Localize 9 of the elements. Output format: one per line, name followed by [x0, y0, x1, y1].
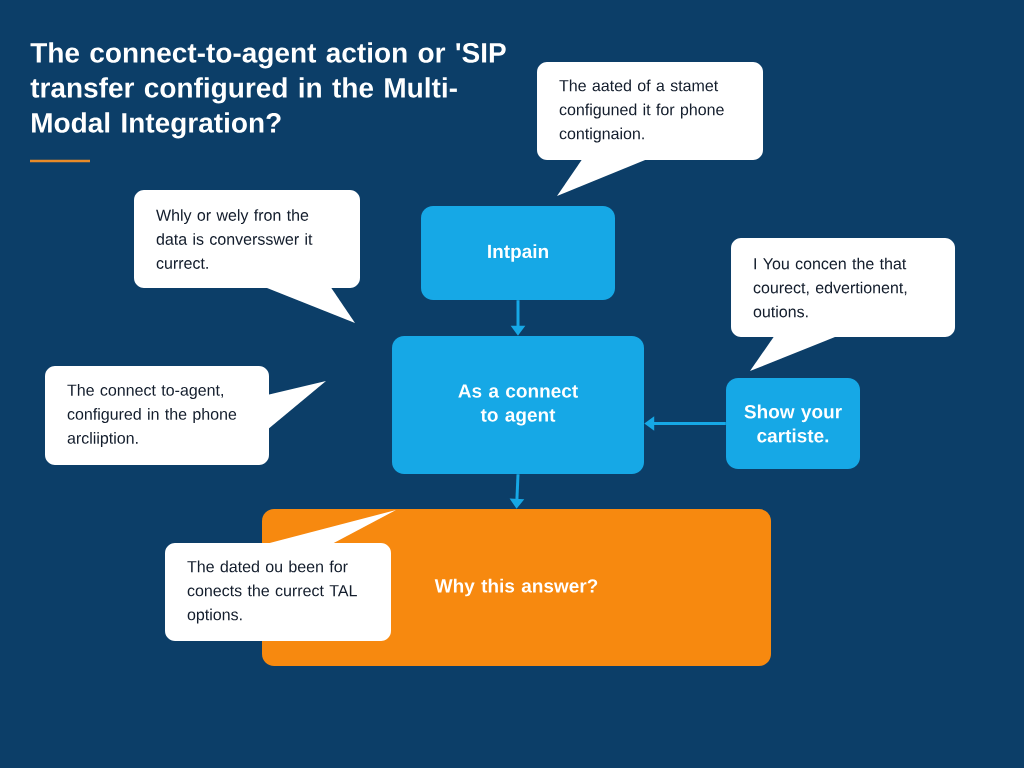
process-box: Intpain — [421, 206, 615, 300]
speech-bubble: I You concen the that courect, edvertionent, outions. — [731, 238, 955, 371]
title: The connect-to-agent action or 'SIP transfer configured in the Multi-Modal Integration? — [30, 42, 506, 139]
speech-bubble: The dated ou been for conects the currect TAL options. — [165, 510, 396, 641]
process-box: Show your cartiste. — [726, 378, 860, 469]
speech-bubble: The aated of a stamet configuned it for phone contignaion. — [537, 62, 763, 196]
process-box: As a connect to agent — [392, 336, 644, 474]
speech-bubble: The connect to-agent, configured in the phone arcliiption. — [45, 366, 326, 465]
speech-bubble: Whly or wely fron the data is conversswer it currect. — [134, 190, 360, 323]
